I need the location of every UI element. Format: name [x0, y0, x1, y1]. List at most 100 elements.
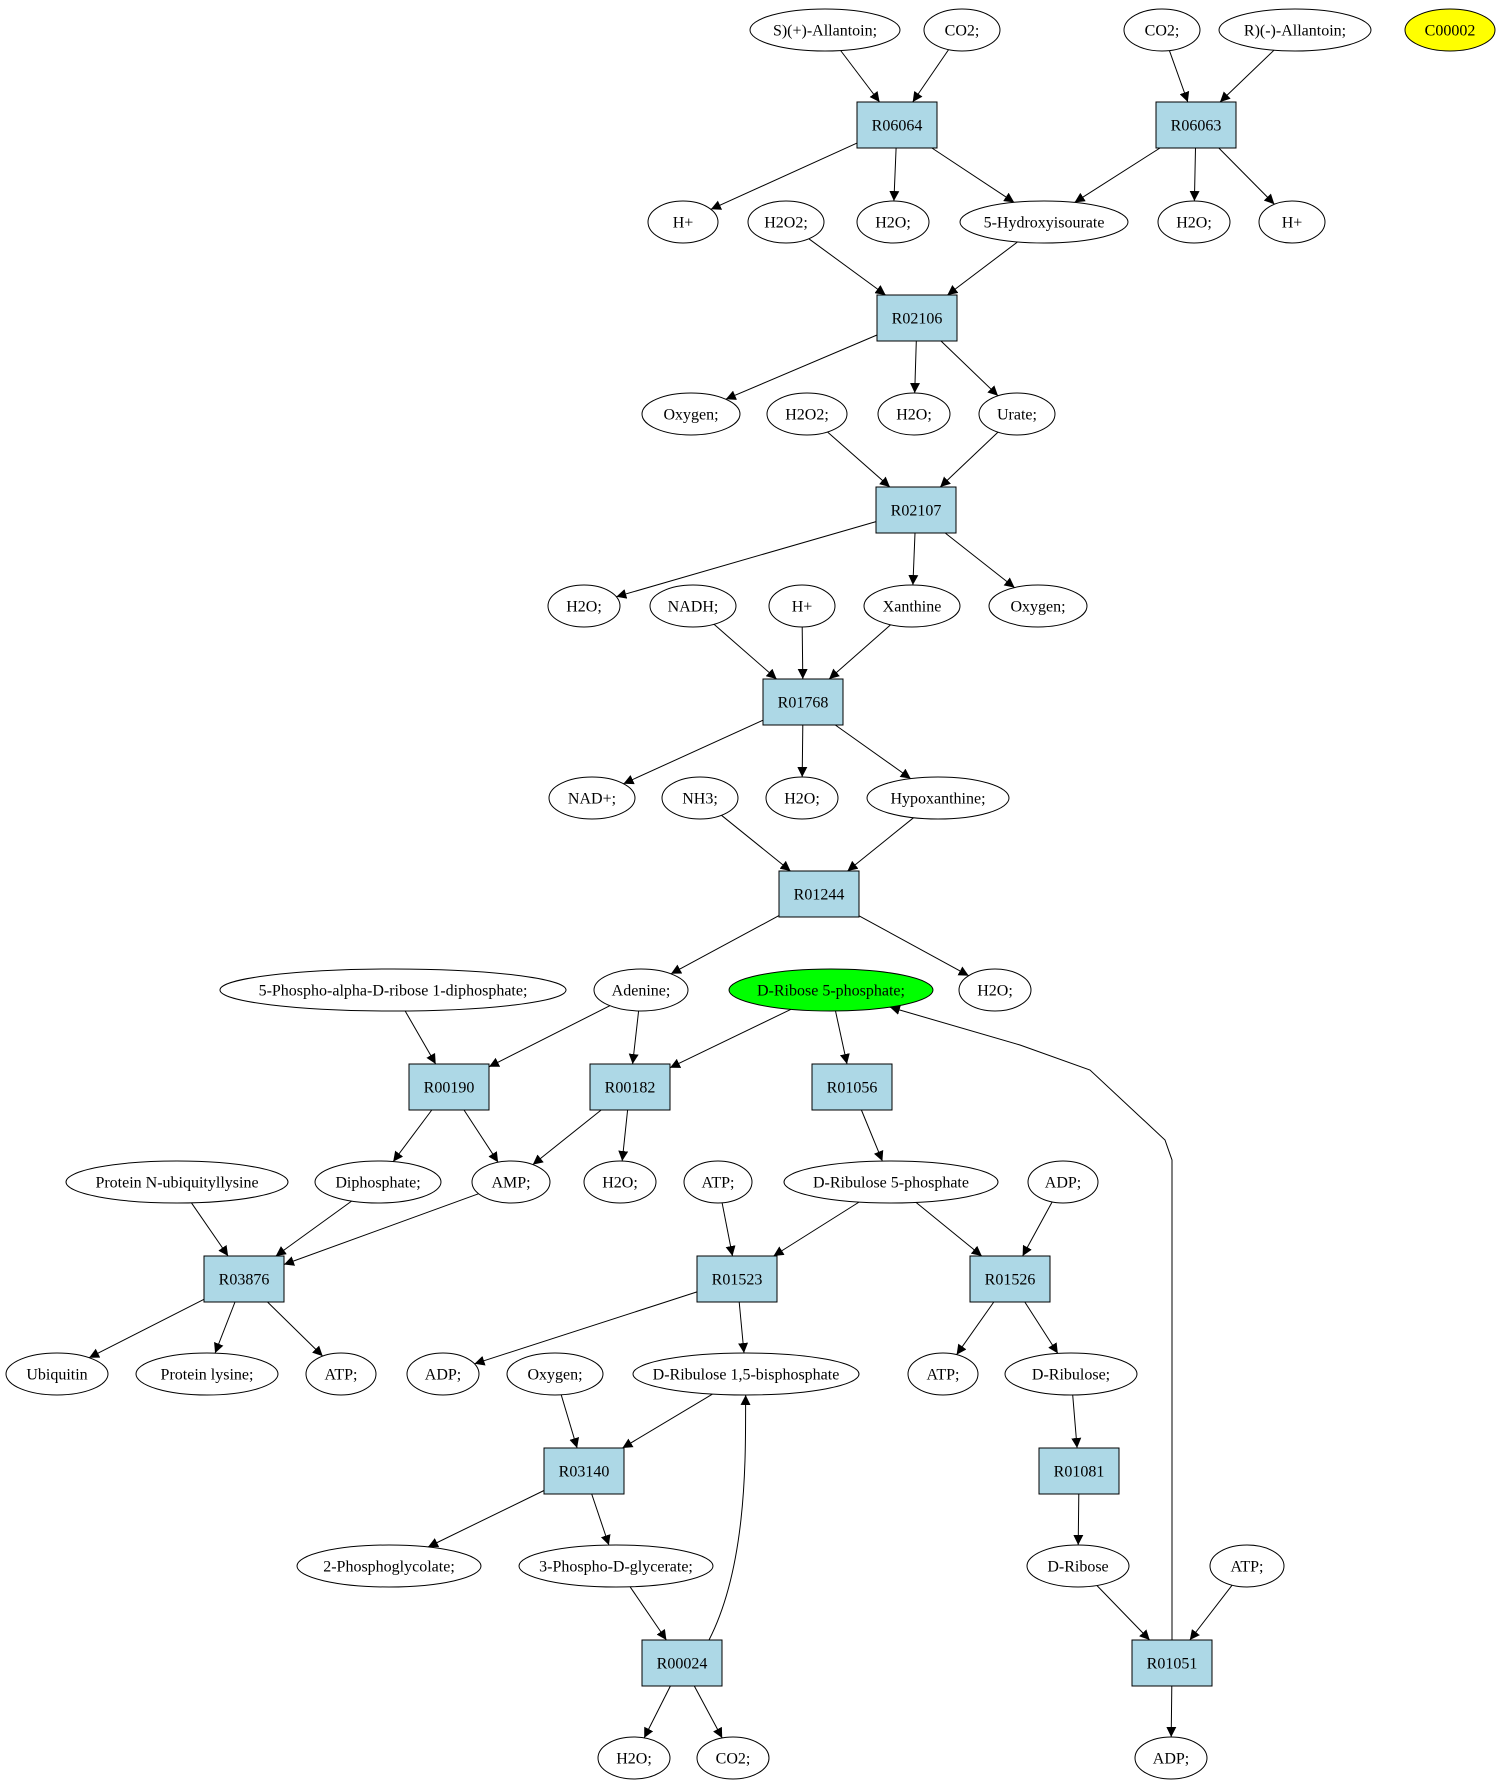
compound-ellipse[interactable]	[518, 1544, 714, 1588]
compound-node-c50[interactable]: ADP;	[1134, 1736, 1208, 1780]
compound-ellipse[interactable]	[866, 776, 1010, 820]
compound-node-c43[interactable]: D-Ribulose;	[1004, 1352, 1138, 1396]
compound-node-c20[interactable]: Oxygen;	[988, 584, 1088, 628]
reaction-box[interactable]	[811, 1063, 893, 1111]
reaction-node-R01526[interactable]: R01526	[969, 1255, 1051, 1303]
compound-ellipse[interactable]	[1258, 200, 1326, 244]
compound-ellipse[interactable]	[959, 200, 1129, 244]
compound-ellipse[interactable]	[1123, 8, 1201, 52]
reaction-box[interactable]	[876, 294, 958, 342]
compound-ellipse[interactable]	[856, 200, 930, 244]
reaction-node-R00182[interactable]: R00182	[589, 1063, 671, 1111]
compound-ellipse[interactable]	[1026, 1544, 1130, 1588]
compound-node-c11[interactable]: H+	[1258, 200, 1326, 244]
compound-ellipse[interactable]	[783, 1160, 999, 1204]
compound-ellipse[interactable]	[65, 1160, 289, 1204]
compound-ellipse[interactable]	[1209, 1544, 1285, 1588]
compound-ellipse[interactable]	[597, 1736, 671, 1780]
reaction-box[interactable]	[875, 486, 957, 534]
compound-node-c7[interactable]: H2O2;	[747, 200, 825, 244]
compound-ellipse[interactable]	[988, 584, 1088, 628]
compound-ellipse[interactable]	[728, 968, 934, 1012]
compound-ellipse[interactable]	[583, 1160, 657, 1204]
compound-ellipse[interactable]	[768, 584, 836, 628]
reaction-box[interactable]	[589, 1063, 671, 1111]
compound-node-c49[interactable]: CO2;	[696, 1736, 770, 1780]
reaction-node-R03876[interactable]: R03876	[203, 1255, 285, 1303]
reaction-node-R01244[interactable]: R01244	[778, 870, 860, 918]
compound-node-c35[interactable]: ADP;	[1027, 1160, 1099, 1204]
compound-ellipse[interactable]	[766, 392, 848, 436]
compound-ellipse[interactable]	[863, 584, 961, 628]
compound-ellipse[interactable]	[219, 968, 567, 1012]
compound-node-c47[interactable]: ATP;	[1209, 1544, 1285, 1588]
compound-node-c2[interactable]: CO2;	[923, 8, 1001, 52]
compound-node-c18[interactable]: H+	[768, 584, 836, 628]
compound-node-c33[interactable]: ATP;	[683, 1160, 753, 1204]
reaction-node-R06064[interactable]: R06064	[856, 101, 938, 149]
compound-ellipse[interactable]	[661, 776, 739, 820]
compound-ellipse[interactable]	[877, 392, 951, 436]
reaction-box[interactable]	[778, 870, 860, 918]
compound-node-c39[interactable]: ADP;	[406, 1352, 480, 1396]
compound-ellipse[interactable]	[314, 1160, 442, 1204]
compound-node-c42[interactable]: ATP;	[907, 1352, 979, 1396]
compound-node-c10[interactable]: H2O;	[1157, 200, 1231, 244]
compound-node-c9[interactable]: 5-Hydroxyisourate	[959, 200, 1129, 244]
compound-node-c44[interactable]: 2-Phosphoglycolate;	[296, 1544, 482, 1588]
reaction-box[interactable]	[696, 1255, 778, 1303]
reaction-box[interactable]	[762, 678, 844, 726]
compound-ellipse[interactable]	[923, 8, 1001, 52]
compound-node-c21[interactable]: NAD+;	[548, 776, 636, 820]
compound-ellipse[interactable]	[978, 392, 1056, 436]
compound-ellipse[interactable]	[593, 968, 689, 1012]
reaction-node-R01056[interactable]: R01056	[811, 1063, 893, 1111]
compound-node-c45[interactable]: 3-Phospho-D-glycerate;	[518, 1544, 714, 1588]
compound-node-c23[interactable]: H2O;	[765, 776, 839, 820]
compound-node-c36[interactable]: Ubiquitin	[5, 1352, 109, 1396]
compound-ellipse[interactable]	[1404, 8, 1496, 52]
reaction-box[interactable]	[203, 1255, 285, 1303]
compound-node-c17[interactable]: NADH;	[649, 584, 737, 628]
compound-ellipse[interactable]	[305, 1352, 377, 1396]
reaction-node-R01081[interactable]: R01081	[1038, 1447, 1120, 1495]
compound-node-c1[interactable]: S)(+)-Allantoin;	[749, 8, 901, 52]
compound-ellipse[interactable]	[1134, 1736, 1208, 1780]
compound-node-c3[interactable]: CO2;	[1123, 8, 1201, 52]
compound-ellipse[interactable]	[647, 200, 719, 244]
compound-node-c30[interactable]: Diphosphate;	[314, 1160, 442, 1204]
compound-ellipse[interactable]	[471, 1160, 551, 1204]
reaction-box[interactable]	[408, 1063, 490, 1111]
reaction-box[interactable]	[969, 1255, 1051, 1303]
compound-ellipse[interactable]	[135, 1352, 279, 1396]
compound-node-c28[interactable]: H2O;	[958, 968, 1032, 1012]
compound-ellipse[interactable]	[765, 776, 839, 820]
compound-ellipse[interactable]	[1027, 1160, 1099, 1204]
compound-ellipse[interactable]	[296, 1544, 482, 1588]
compound-node-c25[interactable]: 5-Phospho-alpha-D-ribose 1-diphosphate;	[219, 968, 567, 1012]
compound-ellipse[interactable]	[683, 1160, 753, 1204]
compound-node-c29[interactable]: Protein N-ubiquityllysine	[65, 1160, 289, 1204]
compound-node-c22[interactable]: NH3;	[661, 776, 739, 820]
reaction-box[interactable]	[543, 1447, 625, 1495]
compound-node-c31[interactable]: AMP;	[471, 1160, 551, 1204]
compound-ellipse[interactable]	[506, 1352, 604, 1396]
reaction-box[interactable]	[1131, 1639, 1213, 1687]
compound-node-c46[interactable]: D-Ribose	[1026, 1544, 1130, 1588]
compound-ellipse[interactable]	[406, 1352, 480, 1396]
compound-ellipse[interactable]	[696, 1736, 770, 1780]
compound-ellipse[interactable]	[632, 1352, 860, 1396]
compound-node-c27[interactable]: D-Ribose 5-phosphate;	[728, 968, 934, 1012]
compound-node-c6[interactable]: H+	[647, 200, 719, 244]
compound-node-c5[interactable]: C00002	[1404, 8, 1496, 52]
reaction-node-R02106[interactable]: R02106	[876, 294, 958, 342]
compound-node-c14[interactable]: H2O;	[877, 392, 951, 436]
compound-ellipse[interactable]	[548, 776, 636, 820]
compound-ellipse[interactable]	[649, 584, 737, 628]
compound-ellipse[interactable]	[547, 584, 621, 628]
compound-node-c26[interactable]: Adenine;	[593, 968, 689, 1012]
reaction-node-R00024[interactable]: R00024	[641, 1639, 723, 1687]
compound-node-c34[interactable]: D-Ribulose 5-phosphate	[783, 1160, 999, 1204]
reaction-node-R01523[interactable]: R01523	[696, 1255, 778, 1303]
compound-node-c40[interactable]: Oxygen;	[506, 1352, 604, 1396]
